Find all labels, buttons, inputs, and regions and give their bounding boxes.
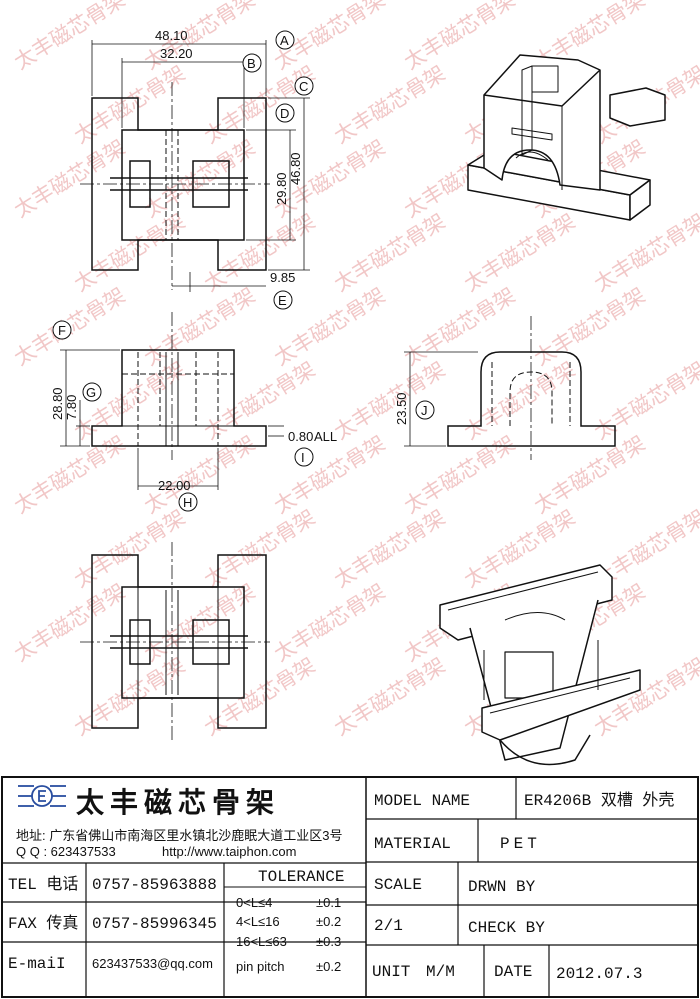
model-name-value: ER4206B 双槽 外壳 xyxy=(524,791,674,810)
watermark-text: 太丰磁芯骨架 xyxy=(330,209,450,296)
watermark-text: 太丰磁芯骨架 xyxy=(400,431,520,518)
dim-j-value: 23.50 xyxy=(394,392,409,425)
tel-label: TEL 电话 xyxy=(8,875,78,894)
bottom-view xyxy=(80,542,270,742)
watermark-text: 太丰磁芯骨架 xyxy=(330,61,450,148)
model-name-label: MODEL NAME xyxy=(374,792,470,810)
watermark-text: 太丰磁芯骨架 xyxy=(330,357,450,444)
tolerance-value-2: ±0.2 xyxy=(316,914,341,929)
dimension-markers: A B C D E F G I H J xyxy=(52,30,435,512)
dim-g-value: 7.80 xyxy=(64,395,79,420)
watermark-text: 太丰磁芯骨架 xyxy=(400,283,520,370)
scale-label: SCALE xyxy=(374,876,422,894)
marker-j: J xyxy=(421,403,428,418)
company-name: 太丰磁芯骨架 xyxy=(76,786,280,819)
dim-e-value: 9.85 xyxy=(270,270,295,285)
marker-h: H xyxy=(183,495,192,510)
watermark-text: 太丰磁芯骨架 xyxy=(140,579,260,666)
dim-c-value: 46.80 xyxy=(288,152,303,185)
watermark-text: 太丰磁芯骨架 xyxy=(70,505,190,592)
watermark-text: 太丰磁芯骨架 xyxy=(70,357,190,444)
watermark-text: 太丰磁芯骨架 xyxy=(400,0,520,74)
company-address: 地址: 广东省佛山市南海区里水镇北沙鹿眠大道工业区3号 xyxy=(16,828,342,843)
tolerance-range-2: 4<L≤16 xyxy=(236,914,280,929)
top-view xyxy=(80,82,270,290)
email-value: 623437533@qq.com xyxy=(92,956,213,971)
watermark-text: 太丰磁芯骨架 xyxy=(140,283,260,370)
watermark-text: 太丰磁芯骨架 xyxy=(70,209,190,296)
watermark-text: 太丰磁芯骨架 xyxy=(330,505,450,592)
watermark-text: 太丰磁芯骨架 xyxy=(330,653,450,740)
scale-value: 2/1 xyxy=(374,917,403,935)
tel-value: 0757-85963888 xyxy=(92,876,217,894)
watermark-text: 太丰磁芯骨架 xyxy=(590,357,700,444)
tolerance-value-1: ±0.1 xyxy=(316,895,341,910)
top-view-dimensions xyxy=(91,40,310,292)
isometric-view-bottom xyxy=(439,564,641,766)
watermark-text: 太丰磁芯骨架 xyxy=(270,579,390,666)
unit-value: M/M xyxy=(426,963,455,981)
watermark-text: 太丰磁芯骨架 xyxy=(530,283,650,370)
marker-d: D xyxy=(280,106,289,121)
marker-c: C xyxy=(299,79,308,94)
marker-f: F xyxy=(58,323,66,338)
dim-i-value: 0.80 xyxy=(288,429,313,444)
fax-label: FAX 传真 xyxy=(8,914,78,933)
unit-label: UNIT xyxy=(372,963,410,981)
drawn-by-label: DRWN BY xyxy=(468,878,536,896)
material-value: PET xyxy=(500,835,541,853)
tolerance-value-4: ±0.2 xyxy=(316,959,341,974)
marker-i: I xyxy=(301,450,305,465)
title-block-text: 太丰磁芯骨架 地址: 广东省佛山市南海区里水镇北沙鹿眠大道工业区3号 Q Q :… xyxy=(8,786,674,983)
marker-b: B xyxy=(247,56,256,71)
side-view-dimensions xyxy=(404,351,478,447)
email-label: E-maiI xyxy=(8,955,66,973)
tolerance-range-3: 16<L≤63 xyxy=(236,934,287,949)
dimension-labels: 48.10 32.20 46.80 29.80 9.85 28.80 7.80 … xyxy=(50,28,409,493)
watermark-text: 太丰磁芯骨架 xyxy=(460,209,580,296)
date-value: 2012.07.3 xyxy=(556,965,642,983)
dim-h-value: 22.00 xyxy=(158,478,191,493)
company-qq: Q Q : 623437533 xyxy=(16,844,116,859)
watermark-text: 太丰磁芯骨架 xyxy=(270,431,390,518)
date-label: DATE xyxy=(494,963,532,981)
tolerance-range-1: 0<L≤4 xyxy=(236,895,272,910)
watermark-text: 太丰磁芯骨架 xyxy=(70,653,190,740)
dim-d-value: 29.80 xyxy=(274,172,289,205)
dim-b-value: 32.20 xyxy=(160,46,193,61)
title-block xyxy=(1,776,699,998)
dim-f-value: 28.80 xyxy=(50,387,65,420)
marker-e: E xyxy=(278,293,287,308)
watermark-text: 太丰磁芯骨架 xyxy=(10,579,130,666)
company-url: http://www.taiphon.com xyxy=(162,844,296,859)
tolerance-range-4: pin pitch xyxy=(236,959,284,974)
watermark-text: 太丰磁芯骨架 xyxy=(10,0,130,74)
watermark-text: 太丰磁芯骨架 xyxy=(10,431,130,518)
material-label: MATERIAL xyxy=(374,835,451,853)
dim-a-value: 48.10 xyxy=(155,28,188,43)
front-view xyxy=(91,312,267,460)
tolerance-label: TOLERANCE xyxy=(258,868,344,886)
watermark-text: 太丰磁芯骨架 xyxy=(530,431,650,518)
marker-a: A xyxy=(280,33,289,48)
tolerance-value-3: ±0.3 xyxy=(316,934,341,949)
isometric-view-top xyxy=(467,54,666,221)
watermark-text: 太丰磁芯骨架 xyxy=(140,431,260,518)
company-logo xyxy=(18,785,66,807)
side-view xyxy=(447,316,616,460)
watermark-text: 太丰磁芯骨架 xyxy=(590,209,700,296)
watermark-text: 太丰磁芯骨架 xyxy=(70,61,190,148)
marker-g: G xyxy=(86,385,96,400)
front-view-dimensions xyxy=(60,349,284,490)
fax-value: 0757-85996345 xyxy=(92,915,217,933)
watermark-text: 太丰磁芯骨架 xyxy=(460,357,580,444)
dim-i-suffix: ALL xyxy=(314,429,337,444)
check-by-label: CHECK BY xyxy=(468,919,545,937)
